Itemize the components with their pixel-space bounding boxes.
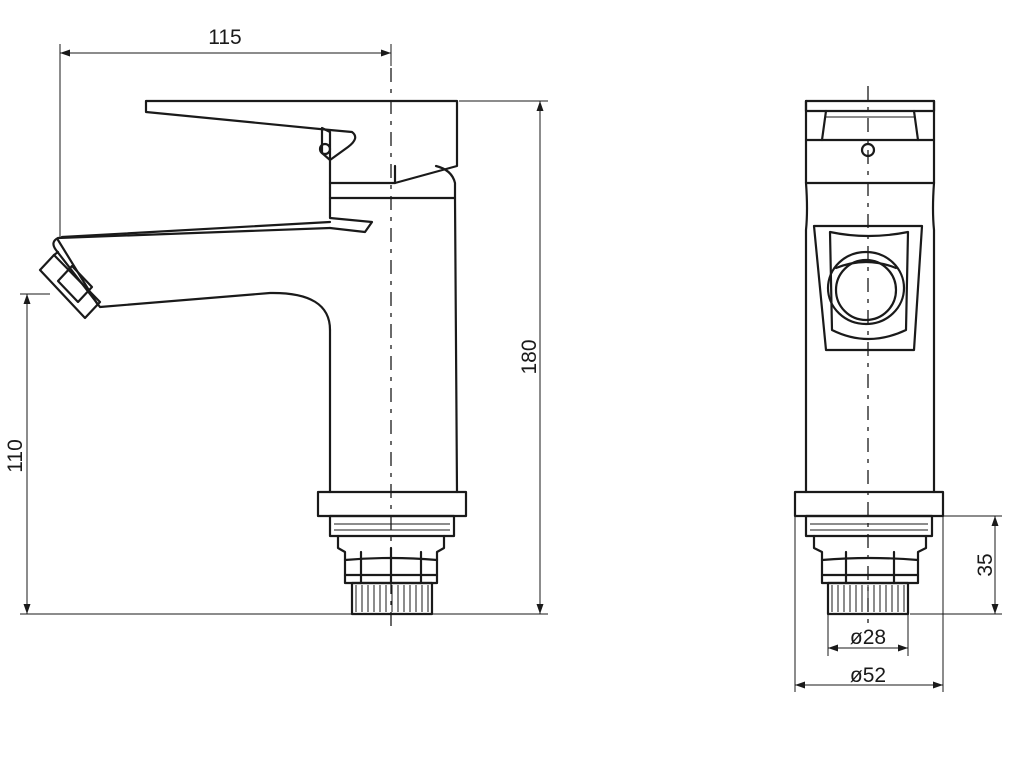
front-handle bbox=[804, 99, 936, 185]
spout-height-dimension-label: 110 bbox=[4, 439, 27, 472]
front-base-assembly bbox=[793, 490, 945, 616]
thread-diameter-dimension-label: ø28 bbox=[850, 626, 886, 649]
base-assembly bbox=[316, 490, 468, 616]
handle-lever bbox=[144, 99, 459, 185]
thread-length-dimension-label: 35 bbox=[974, 553, 997, 576]
base-diameter-dimension-label: ø52 bbox=[850, 664, 886, 687]
spout bbox=[52, 220, 332, 332]
aerator bbox=[38, 250, 102, 320]
height-dimension-label: 180 bbox=[518, 339, 541, 374]
front-body bbox=[804, 181, 936, 494]
side-view bbox=[38, 68, 468, 626]
front-dimensions: 35 ø28 ø52 bbox=[794, 515, 1002, 692]
faucet-body bbox=[328, 164, 459, 494]
front-aerator bbox=[826, 250, 906, 326]
front-thread bbox=[826, 581, 910, 616]
side-dimensions: 115 180 110 bbox=[4, 26, 548, 615]
front-view bbox=[793, 86, 945, 626]
width-dimension-label: 115 bbox=[208, 26, 241, 49]
thread bbox=[350, 581, 434, 616]
